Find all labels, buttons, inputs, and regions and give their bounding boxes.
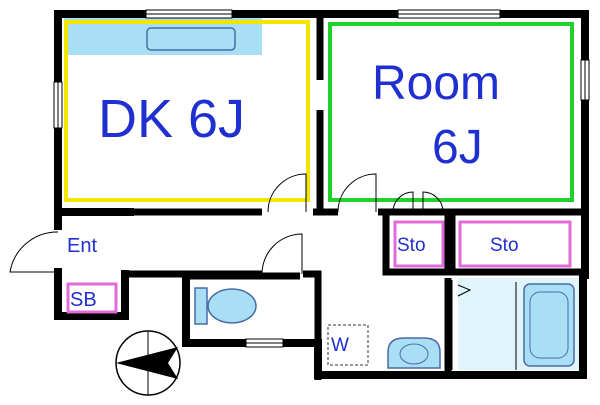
bathtub-icon (523, 283, 575, 367)
interior-walls (58, 14, 585, 380)
washer-label: W (331, 335, 349, 356)
storage-right-outline (458, 220, 572, 268)
dk-room-outline (64, 20, 310, 202)
doors (9, 173, 472, 297)
room-size-label: 6J (432, 121, 483, 174)
storage-right-label: Sto (490, 235, 519, 256)
toilet-icon (194, 287, 257, 325)
room-label: Room (372, 57, 501, 110)
dk-room-label: DK 6J (98, 89, 246, 149)
storage-left-outline (393, 220, 445, 268)
shoe-box-label: SB (70, 289, 97, 311)
room-outline (328, 22, 574, 202)
compass-icon (115, 330, 181, 396)
entrance-label: Ent (67, 235, 98, 257)
washer-space (327, 324, 369, 366)
storage-left-label: Sto (397, 235, 426, 256)
bathtub-inner (529, 291, 569, 359)
sink-icon (387, 337, 441, 369)
windows (53, 9, 590, 348)
shoe-box-outline (66, 282, 118, 314)
kitchen-counter-icon (146, 27, 236, 51)
